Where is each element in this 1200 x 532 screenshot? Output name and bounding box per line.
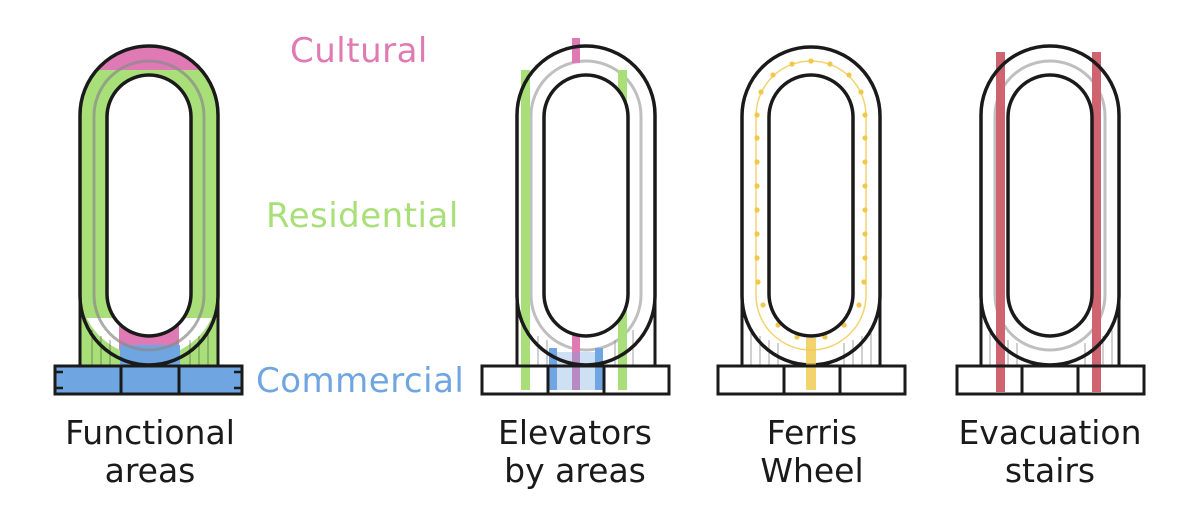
- cultural-elevator-bottom: [572, 330, 580, 390]
- caption-line: Functional: [65, 413, 235, 452]
- commercial-elevator-right: [595, 348, 603, 390]
- residential-elevator-left: [521, 70, 530, 390]
- functional-areas-diagram: [53, 44, 244, 396]
- legend-residential: Residential: [266, 196, 459, 236]
- legend-commercial: Commercial: [256, 361, 465, 401]
- ferris-track: [755, 60, 867, 351]
- caption-ferris-wheel: Ferris Wheel: [712, 414, 912, 490]
- caption-line: stairs: [1004, 451, 1096, 490]
- ferris-boarding-shaft: [806, 338, 816, 390]
- caption-line: Elevators: [498, 413, 652, 452]
- evacuation-stairs-diagram: [955, 44, 1146, 396]
- commercial-base: [53, 364, 244, 396]
- caption-line: Evacuation: [958, 413, 1142, 452]
- stairs-left: [996, 52, 1005, 392]
- legend-cultural: Cultural: [290, 31, 428, 71]
- stairs-right: [1092, 52, 1101, 392]
- elevators-diagram: [480, 38, 671, 396]
- caption-elevators: Elevators by areas: [470, 414, 680, 490]
- cultural-elevator-top: [572, 38, 580, 63]
- caption-line: Ferris: [766, 413, 858, 452]
- caption-evacuation-stairs: Evacuation stairs: [945, 414, 1155, 490]
- caption-functional-areas: Functional areas: [40, 414, 260, 490]
- commercial-elevator-left: [549, 348, 557, 390]
- caption-line: Wheel: [760, 451, 864, 490]
- caption-line: by areas: [504, 451, 646, 490]
- caption-line: areas: [104, 451, 196, 490]
- ferris-cabins: [754, 58, 868, 340]
- ferris-wheel-diagram: [716, 45, 907, 396]
